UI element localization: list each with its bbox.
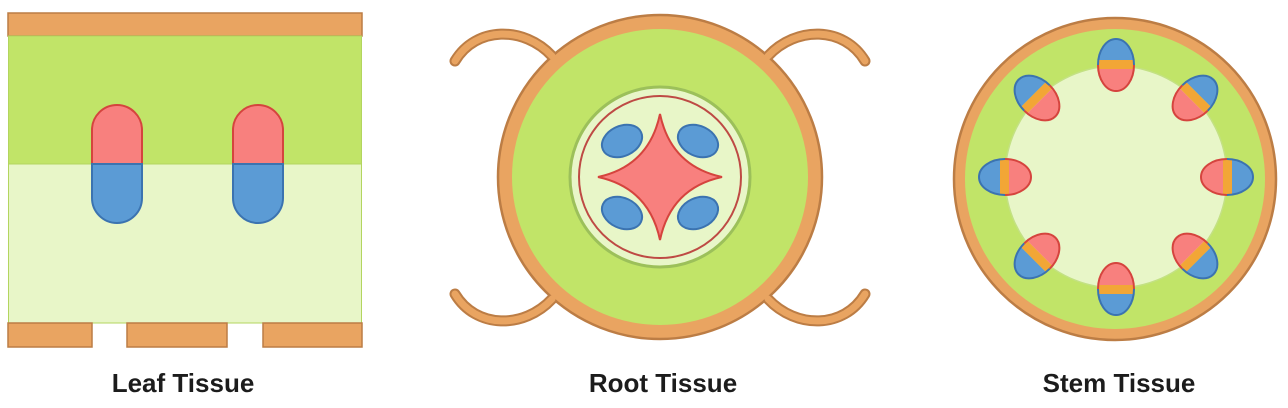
leaf-palisade-layer [8,35,362,165]
leaf-lower-epidermis-bar-middle [126,322,228,348]
vascular-bundle-bottom [1097,262,1135,316]
leaf-lower-epidermis-bar-left [7,322,93,348]
vascular-bundle-right [1200,158,1254,196]
root-tissue-label: Root Tissue [589,368,737,398]
root-hair-top-right [764,30,869,65]
stem-tissue-label: Stem Tissue [1043,368,1196,398]
guard-cell-pill-1-blue-half [91,163,143,224]
root-hair-bottom-left [451,290,556,325]
root-hair-top-left [451,30,556,65]
root-phloem-oval-bottom-right [676,195,720,231]
leaf-lower-epidermis-bar-right [262,322,363,348]
guard-cell-pill-1-red-half [91,104,143,165]
guard-cell-pill-2-red-half [232,104,284,165]
vascular-bundle-left [978,158,1032,196]
leaf-spongy-layer [8,163,362,324]
root-hair-bottom-right [764,290,869,325]
leaf-upper-epidermis-bar [7,12,363,37]
stem-tissue-diagram: Stem Tissue [952,16,1278,398]
root-endodermis-ring [578,95,742,259]
root-tissue-diagram: Root Tissue [449,13,871,398]
root-phloem-oval-bottom-left [600,195,644,231]
root-xylem-star [597,113,723,241]
vascular-bundle-top [1097,38,1135,92]
leaf-tissue-diagram: Leaf Tissue [7,12,363,398]
leaf-tissue-label: Leaf Tissue [112,368,255,398]
guard-cell-pill-2-blue-half [232,163,284,224]
root-phloem-oval-top-right [676,123,720,159]
root-phloem-oval-top-left [600,123,644,159]
